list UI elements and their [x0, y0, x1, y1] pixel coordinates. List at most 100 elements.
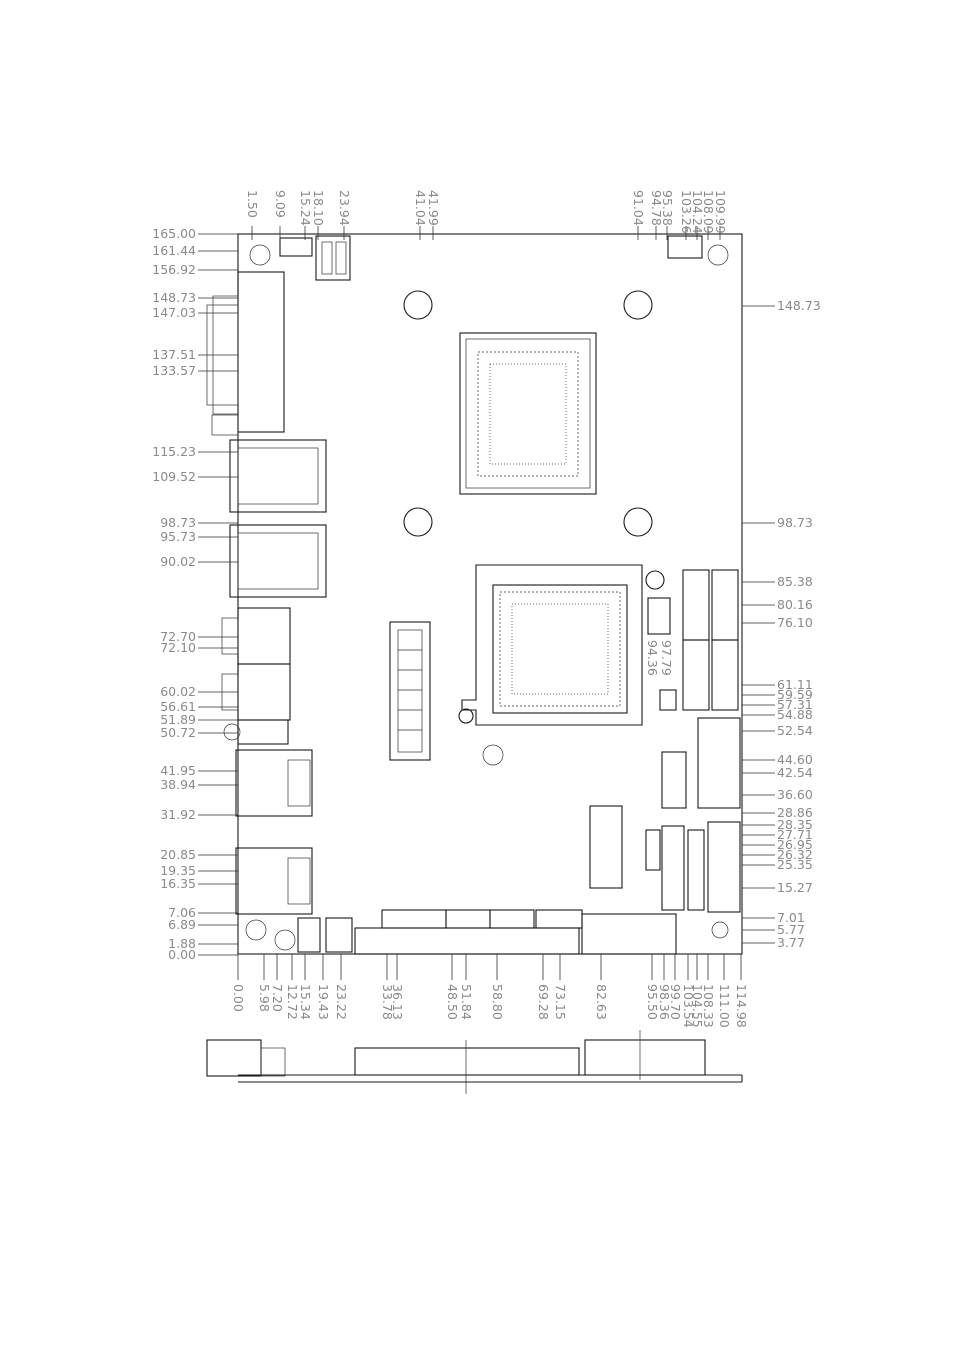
left-dimension-label: 148.73 — [152, 290, 196, 305]
bottom-dimension-label: 36.13 — [390, 984, 405, 1020]
top-dimension-label: 41.99 — [426, 190, 441, 226]
bottom-dimension-label: 33.78 — [380, 984, 395, 1020]
left-dimension-label: 51.89 — [160, 712, 196, 727]
right-dimension-label: 98.73 — [777, 515, 813, 530]
rosette-holes — [245, 244, 729, 951]
top-dimension-label: 91.04 — [631, 190, 646, 226]
cpu-bga — [459, 332, 597, 495]
left-dimension-label: 41.95 — [160, 763, 196, 778]
left-dimension-label: 147.03 — [152, 305, 196, 320]
left-dimension-label: 133.57 — [152, 363, 196, 378]
bottom-dimension-label: 48.50 — [445, 984, 460, 1020]
left-dimension-label: 115.23 — [152, 444, 196, 459]
top-dimension-label: 104.24 — [690, 190, 705, 234]
mounting-holes — [403, 290, 665, 724]
right-dimension-label: 5.77 — [777, 922, 805, 937]
left-dimension-label: 90.02 — [160, 554, 196, 569]
bottom-dimension-label: 104.55 — [690, 984, 705, 1028]
top-dimension-label: 103.26 — [679, 190, 694, 234]
right-dimension-label: 27.71 — [777, 827, 813, 842]
top-dimension-label: 109.99 — [713, 190, 728, 234]
right-dimension-label: 59.59 — [777, 687, 813, 702]
bottom-dimension-label: 73.15 — [553, 984, 568, 1020]
bottom-dimension-label: 0.00 — [231, 984, 246, 1012]
right-dimension-label: 54.88 — [777, 707, 813, 722]
left-dimension-label: 38.94 — [160, 777, 196, 792]
right-connectors — [589, 569, 741, 913]
right-dimension-label: 26.32 — [777, 847, 813, 862]
left-dimension-label: 109.52 — [152, 469, 196, 484]
side-elevation — [206, 1030, 743, 1094]
top-dimension-label: 9.09 — [273, 190, 288, 218]
left-dimension-label: 60.02 — [160, 684, 196, 699]
top-dimension-label: 1.50 — [245, 190, 260, 218]
right-dimension-label: 44.60 — [777, 752, 813, 767]
top-connectors — [279, 235, 703, 281]
right-dimension-label: 80.16 — [777, 597, 813, 612]
right-dimension-labels: 148.7398.7385.3880.1676.1061.1159.5957.3… — [742, 298, 821, 950]
right-dimension-label: 26.95 — [777, 837, 813, 852]
left-dimension-label: 50.72 — [160, 725, 196, 740]
inner-dimension-label: 97.79 — [659, 640, 674, 676]
top-dimension-label: 94.78 — [649, 190, 664, 226]
bottom-dimension-label: 103.54 — [681, 984, 696, 1028]
left-dimension-label: 6.89 — [168, 917, 196, 932]
bottom-dimension-label: 82.63 — [594, 984, 609, 1020]
right-dimension-label: 61.11 — [777, 677, 813, 692]
left-dimension-label: 95.73 — [160, 529, 196, 544]
left-dimension-label: 20.85 — [160, 847, 196, 862]
bottom-dimension-label: 99.70 — [668, 984, 683, 1020]
board-outline — [237, 233, 743, 955]
right-dimension-label: 28.86 — [777, 805, 813, 820]
right-dimension-label: 28.35 — [777, 817, 813, 832]
bottom-dimension-label: 51.84 — [459, 984, 474, 1020]
left-dimension-labels: 165.00161.44156.92148.73147.03137.51133.… — [152, 226, 238, 962]
chipset-bga — [461, 564, 643, 726]
right-dimension-label: 7.01 — [777, 910, 805, 925]
top-dimension-label: 108.09 — [701, 190, 716, 234]
right-dimension-label: 36.60 — [777, 787, 813, 802]
top-dimension-label: 41.04 — [413, 190, 428, 226]
right-dimension-label: 148.73 — [777, 298, 821, 313]
bottom-dimension-label: 69.28 — [536, 984, 551, 1020]
bottom-dimension-label: 19.43 — [316, 984, 331, 1020]
bottom-dimension-label: 15.34 — [298, 984, 313, 1020]
bottom-dimension-label: 95.50 — [645, 984, 660, 1020]
bottom-dimension-label: 111.00 — [717, 984, 732, 1028]
left-dimension-label: 1.88 — [168, 936, 196, 951]
top-dimension-label: 95.38 — [660, 190, 675, 226]
bottom-dimension-label: 58.80 — [490, 984, 505, 1020]
top-dimension-label: 23.94 — [337, 190, 352, 226]
right-dimension-label: 25.35 — [777, 857, 813, 872]
left-dimension-label: 19.35 — [160, 863, 196, 878]
bottom-dimension-label: 7.20 — [270, 984, 285, 1012]
left-dimension-label: 31.92 — [160, 807, 196, 822]
left-dimension-label: 156.92 — [152, 262, 196, 277]
left-dimension-label: 56.61 — [160, 699, 196, 714]
right-dimension-label: 3.77 — [777, 935, 805, 950]
left-dimension-label: 98.73 — [160, 515, 196, 530]
left-dimension-label: 0.00 — [168, 947, 196, 962]
bottom-dimension-label: 114.98 — [734, 984, 749, 1028]
bottom-dimension-label: 108.33 — [701, 984, 716, 1028]
right-dimension-label: 42.54 — [777, 765, 813, 780]
left-dimension-label: 72.70 — [160, 629, 196, 644]
right-dimension-label: 85.38 — [777, 574, 813, 589]
right-dimension-label: 52.54 — [777, 723, 813, 738]
bottom-dimension-label: 98.36 — [657, 984, 672, 1020]
left-dimension-label: 16.35 — [160, 876, 196, 891]
right-dimension-label: 15.27 — [777, 880, 813, 895]
inner-dimension-label: 94.36 — [645, 640, 660, 676]
top-dimension-label: 15.24 — [298, 190, 313, 226]
left-dimension-label: 137.51 — [152, 347, 196, 362]
bottom-dimension-label: 5.98 — [257, 984, 272, 1012]
sodimm-slot — [389, 621, 431, 761]
left-dimension-label: 7.06 — [168, 905, 196, 920]
right-dimension-label: 57.31 — [777, 697, 813, 712]
bottom-dimension-label: 12.72 — [285, 984, 300, 1020]
bottom-dimension-label: 23.22 — [334, 984, 349, 1020]
